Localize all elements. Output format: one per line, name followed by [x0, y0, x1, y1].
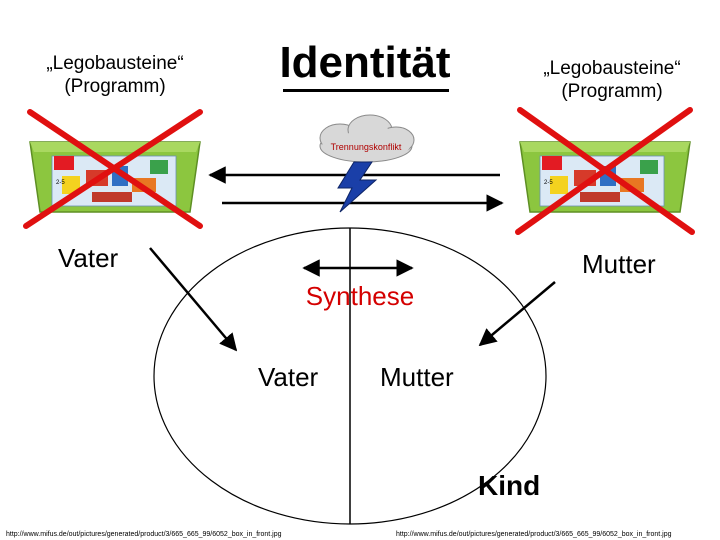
lego-label-left-line2: (Programm): [10, 75, 220, 98]
mutter-inner-label: Mutter: [380, 362, 454, 392]
synthese-label: Synthese: [290, 281, 430, 311]
lego-label-right: „Legobausteine“ (Programm): [507, 57, 717, 103]
lego-box-right: 2-5: [520, 142, 690, 212]
conflict-cloud: [320, 115, 414, 162]
lego-label-left-line1: „Legobausteine“: [10, 52, 220, 75]
arrow-mutter-in: [480, 282, 555, 345]
lego-label-right-line1: „Legobausteine“: [507, 57, 717, 80]
conflict-label: Trennungskonflikt: [318, 142, 414, 153]
lightning-icon: [338, 162, 376, 212]
source-url-left: http://www.mifus.de/out/pictures/generat…: [6, 530, 282, 539]
page-title: Identität: [250, 38, 480, 88]
box-badge-right: 2-5: [544, 180, 553, 186]
kind-label: Kind: [478, 470, 540, 502]
vater-inner-label: Vater: [258, 362, 318, 392]
lego-label-left: „Legobausteine“ (Programm): [10, 52, 220, 98]
vater-outer-label: Vater: [58, 243, 118, 273]
lego-box-left: 2-5: [30, 142, 200, 212]
title-underline: [283, 89, 449, 92]
box-badge-left: 2-5: [56, 180, 65, 186]
source-url-right: http://www.mifus.de/out/pictures/generat…: [396, 530, 672, 539]
mutter-outer-label: Mutter: [582, 249, 656, 279]
lego-label-right-line2: (Programm): [507, 80, 717, 103]
